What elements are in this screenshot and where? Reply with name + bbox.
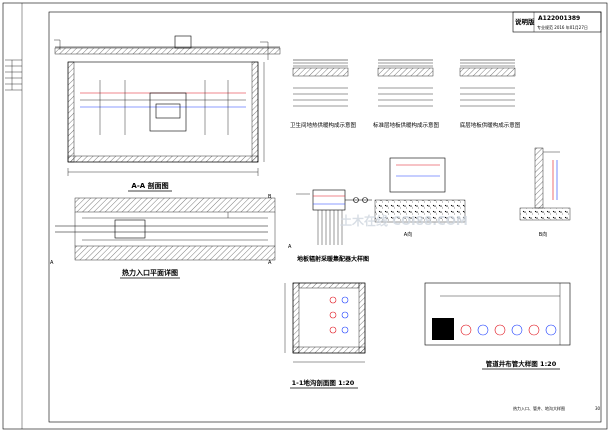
aa-section-drawing: [54, 35, 281, 176]
marker-a-right: A: [268, 260, 272, 266]
title-block: 说明版 A122001389 专业规范 2016 年01月27日: [512, 11, 602, 33]
floor-detail-2-title: 标准层地板供暖构成示意图: [373, 121, 440, 129]
inner-frame: [48, 11, 602, 423]
marker-a-left: A: [50, 260, 54, 266]
sheet-number: 30: [595, 406, 601, 411]
view-b-drawing: [519, 147, 571, 221]
floor-detail-3-title: 底层地板供暖构成示意图: [460, 121, 521, 129]
marker-b: B: [268, 194, 272, 200]
floor-detail-2-drawing: [377, 59, 434, 107]
entry-plan-title: 热力入口平面详图: [122, 268, 178, 277]
entry-plan-drawing: [55, 197, 276, 261]
watermark: 土木在线 COI88.COM: [340, 213, 468, 228]
footer-note: 热力入口、管井、地沟大样图: [513, 405, 565, 411]
view-b-label: B向: [539, 231, 547, 238]
pit-section-title: 1-1地沟剖面图 1:20: [292, 378, 355, 387]
well-layout-drawing: [424, 282, 571, 346]
aa-section-title: A-A 剖面图: [131, 181, 168, 190]
drawing-code: A122001389: [538, 15, 580, 22]
manifold-drawing: [296, 157, 466, 245]
well-layout-title: 管道井布管大样图 1:20: [486, 359, 557, 368]
marker-a-manifold: A: [288, 244, 292, 250]
pit-section-drawing: [284, 282, 366, 363]
floor-detail-1-drawing: [292, 59, 349, 107]
floor-detail-3-drawing: [459, 59, 516, 107]
floor-detail-1-title: 卫生间地热供暖构成示意图: [290, 121, 357, 129]
drawing-sub-code: 专业规范 2016 年01月27日: [537, 24, 588, 30]
title-block-label: 说明版: [515, 17, 535, 26]
manifold-title: 地板辐射采暖集配器大样图: [297, 255, 369, 263]
view-a-label: A向: [404, 231, 412, 238]
binding-strip: [5, 3, 23, 429]
